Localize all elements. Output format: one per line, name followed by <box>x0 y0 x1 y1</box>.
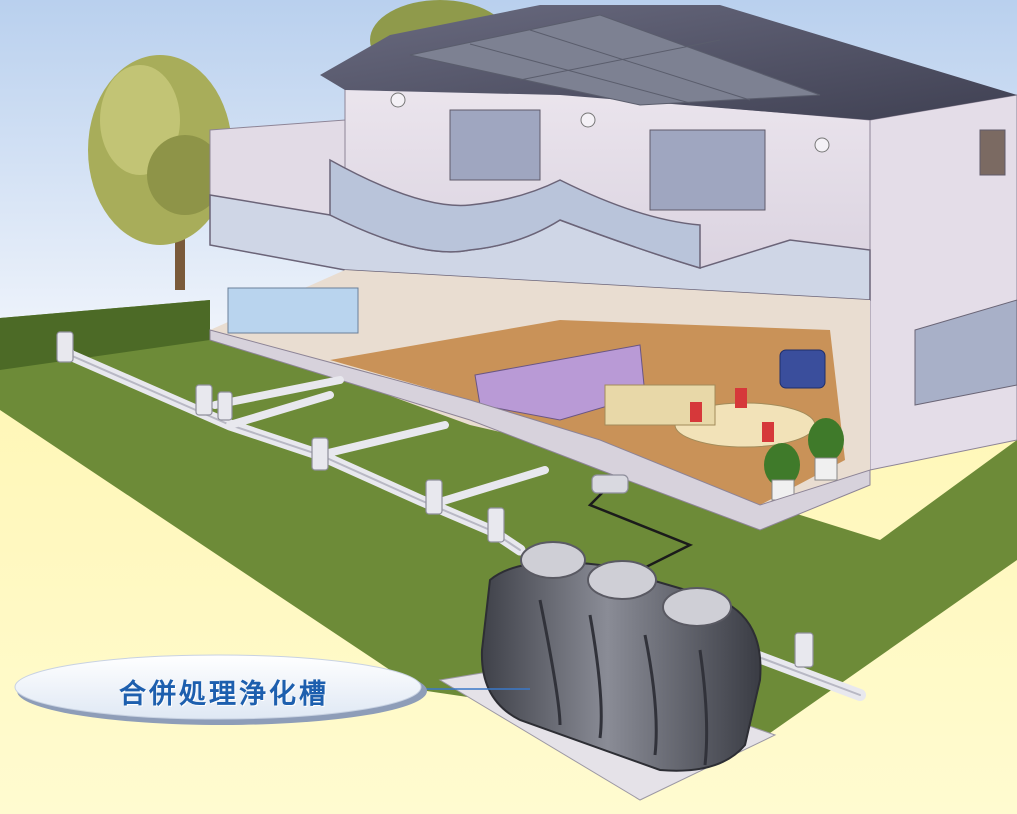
plant <box>808 418 844 462</box>
house <box>209 5 1017 471</box>
window <box>449 109 541 181</box>
callout-oval <box>14 654 422 720</box>
tree <box>88 55 232 290</box>
tank-lid <box>662 587 732 627</box>
septic-tank <box>480 541 762 772</box>
lawn <box>0 300 1017 740</box>
interior-cutaway <box>209 270 871 531</box>
bathtub <box>227 287 359 334</box>
septic-tank-label: 合併処理浄化槽 <box>119 678 329 710</box>
hedge <box>0 300 210 370</box>
sofa <box>779 349 826 389</box>
callout-label-box: 合併処理浄化槽 <box>20 656 428 726</box>
tank-lid <box>587 560 657 600</box>
window <box>979 129 1006 176</box>
window <box>649 129 766 211</box>
plant <box>764 443 800 487</box>
solar-panels <box>409 14 821 106</box>
inspection-caps <box>56 331 814 668</box>
tank-lid <box>520 541 586 579</box>
bay-window <box>914 299 1017 406</box>
kitchen-counter <box>474 344 646 421</box>
